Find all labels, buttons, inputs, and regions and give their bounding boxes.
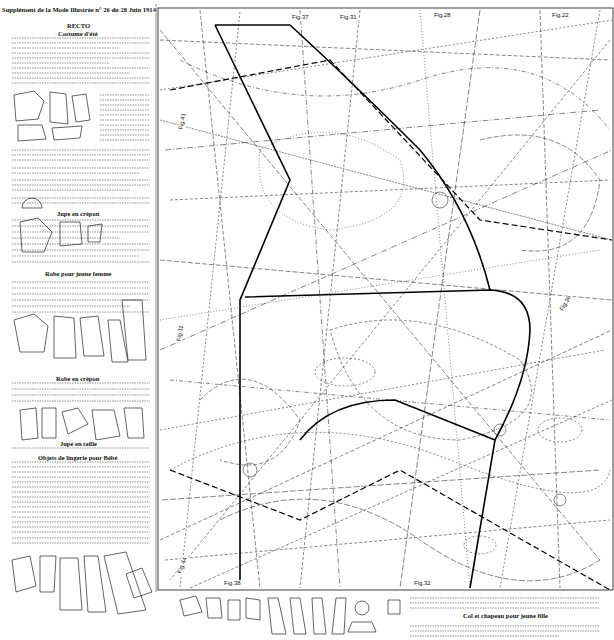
figure-number: Fig.41 — [177, 112, 187, 132]
section-heading: Col et chapeau pour jeune fille — [462, 612, 549, 619]
figure-number: Fig.28 — [433, 12, 452, 19]
section-heading: Objets de lingerie pour Bébé — [37, 454, 118, 461]
sheet-title: Supplément de la Mode Illustrée n° 26 du… — [2, 6, 156, 13]
section-heading: RECTO — [66, 22, 91, 29]
section-heading: Jupe en taille — [59, 440, 98, 447]
figure-number: Fig.36 — [558, 294, 573, 313]
section-heading: Robe pour jeune femme — [44, 270, 113, 277]
figure-number: Fig.31 — [339, 14, 358, 21]
figure-number: Fig.11 — [175, 324, 185, 343]
figure-number: Fig.44 — [176, 555, 189, 575]
section-heading: Jupe en crêpon — [56, 210, 100, 217]
figure-number: Fig.22 — [551, 12, 570, 19]
section-heading: Costume d'été — [57, 30, 99, 37]
figure-number: Fig.32 — [413, 580, 432, 587]
figure-number: Fig.38 — [223, 580, 242, 587]
figure-number: Fig.37 — [291, 14, 310, 21]
section-heading: Robe en crêpon — [55, 375, 100, 382]
